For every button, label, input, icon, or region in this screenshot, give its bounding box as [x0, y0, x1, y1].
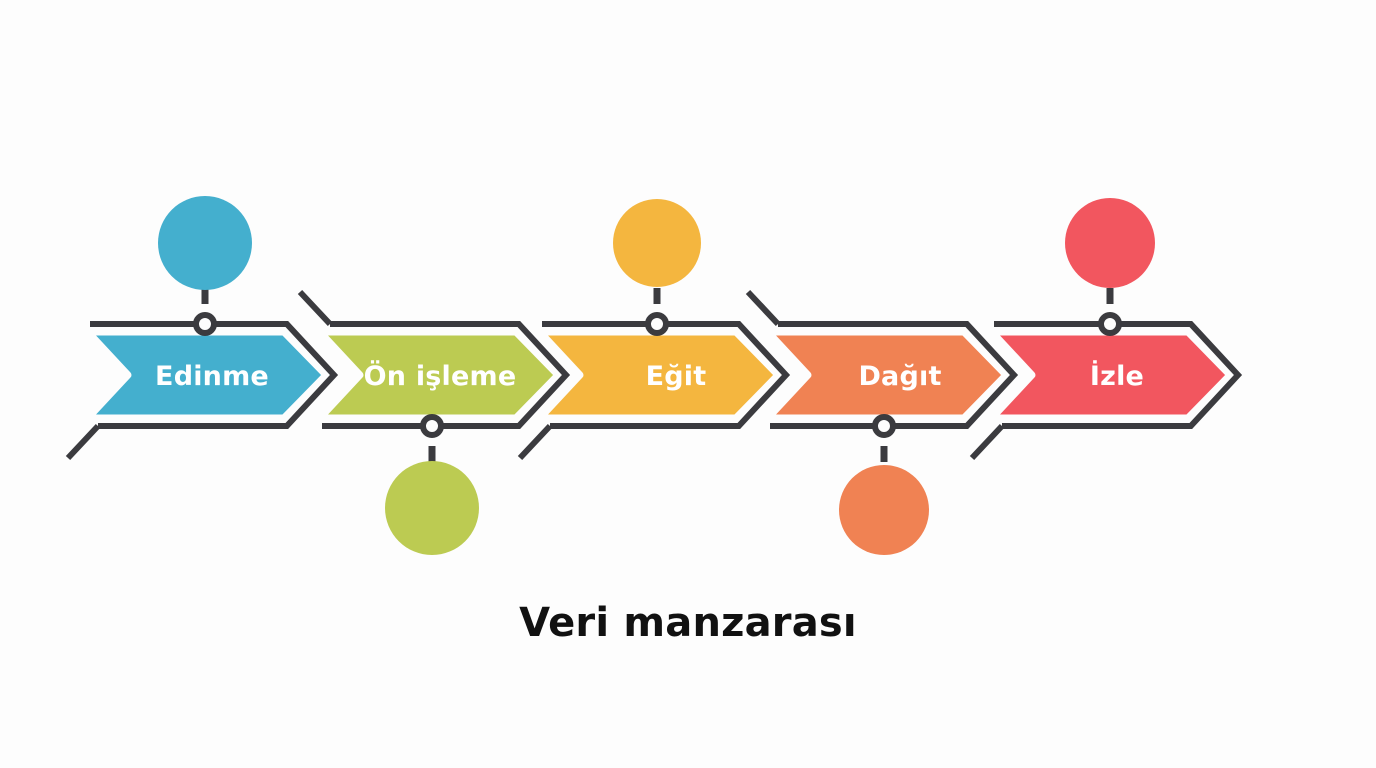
stage-bubble-circle[interactable]: [1065, 198, 1155, 288]
stage-bubble-circle[interactable]: [158, 196, 252, 290]
connector-tail-line: [969, 423, 1005, 461]
connector-node-ring: [193, 312, 217, 336]
connector-tail-line: [65, 423, 101, 461]
connector-node-ring: [872, 414, 896, 438]
stage-bubble-circle[interactable]: [385, 461, 479, 555]
connector-tail-line: [745, 289, 781, 327]
stage-2--n-i-leme[interactable]: Ön işleme: [297, 289, 571, 555]
chevron-shape[interactable]: [764, 328, 1010, 422]
chevron-shape[interactable]: [84, 328, 330, 422]
chevron-shape[interactable]: [988, 328, 1234, 422]
chevron-shape[interactable]: [316, 328, 562, 422]
stage-label: Dağıt: [858, 361, 941, 392]
stage-bubble-circle[interactable]: [839, 465, 929, 555]
stage-label: İzle: [1090, 360, 1144, 392]
stage-label: Eğit: [646, 361, 707, 392]
connector-node-ring: [645, 312, 669, 336]
connector-node-ring: [420, 414, 444, 438]
stage-label: Edinme: [155, 361, 269, 392]
stage-5-i-zle[interactable]: İzle: [969, 198, 1243, 461]
connector-tail-line: [297, 289, 333, 327]
stage-label: Ön işleme: [364, 359, 517, 392]
stage-3-e-it[interactable]: Eğit: [517, 199, 791, 461]
stage-bubble-circle[interactable]: [613, 199, 701, 287]
stage-4-da-t[interactable]: Dağıt: [745, 289, 1019, 555]
diagram-title: Veri manzarası: [519, 600, 857, 646]
connector-node-ring: [1098, 312, 1122, 336]
connector-tail-line: [517, 423, 553, 461]
stages-layer: Edinme Ön işleme Eğit Dağıt İzle: [65, 196, 1243, 555]
chevron-shape[interactable]: [536, 328, 782, 422]
stage-1-edinme[interactable]: Edinme: [65, 196, 339, 461]
